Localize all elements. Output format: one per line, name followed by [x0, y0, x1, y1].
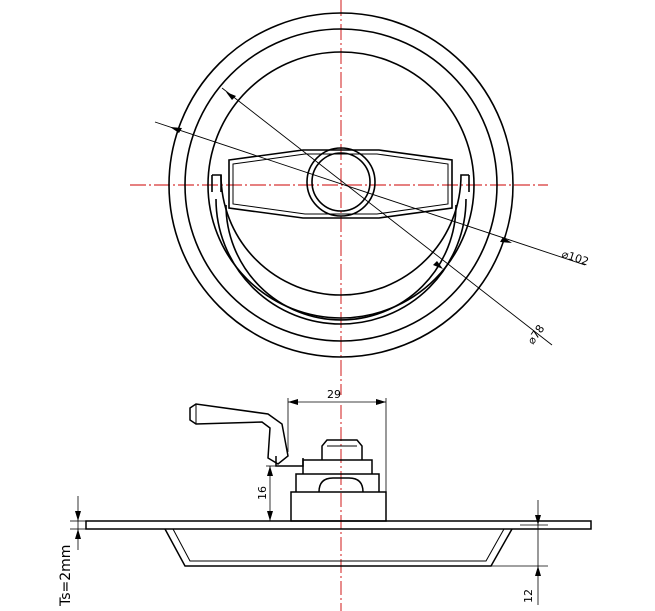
cup-arc-3 [225, 204, 457, 321]
depth-arrow-b [535, 566, 541, 576]
dimension-body-height: 16 [256, 486, 269, 500]
mounting-plate [85, 520, 592, 530]
depth-arrow-t [535, 515, 541, 525]
leader-dia78 [221, 87, 553, 346]
cam-ring [318, 477, 364, 493]
cup-profile [164, 528, 513, 567]
boss-outer [306, 147, 376, 217]
dim16-arrow-t [267, 466, 273, 476]
inner-ring [207, 51, 475, 319]
arrow-dia102-b [500, 237, 512, 243]
cup-arc-outer [212, 174, 469, 296]
ts-arrow-b [75, 529, 81, 539]
dimension-handle-width: 29 [327, 388, 341, 401]
dimension-plate-thickness: Ts=2mm [58, 545, 74, 607]
boss-inner [311, 152, 371, 212]
top-view [130, 0, 586, 395]
arrow-dia102-a [170, 127, 182, 133]
lever-base [275, 456, 304, 467]
leader-dia102 [154, 121, 586, 266]
dimension-outer-diameter: ⌀102 [560, 247, 590, 268]
dimension-cup-depth: 12 [522, 589, 535, 603]
housing-top-step [295, 473, 380, 492]
outer-ring-inner-edge [184, 28, 498, 342]
outer-ring [168, 12, 514, 358]
housing-body [290, 491, 387, 522]
lever-arm [189, 403, 289, 465]
dim29-arrow-l [288, 399, 298, 405]
cup-arc-2 [215, 198, 467, 325]
cup-profile-inner [172, 528, 505, 562]
dim29-arrow-r [376, 399, 386, 405]
t-handle-inner [232, 153, 449, 215]
nut [321, 439, 363, 460]
housing-shoulder [302, 459, 373, 474]
dim16-arrow-b [267, 511, 273, 521]
arrow-dia78-a [226, 92, 236, 100]
side-view [70, 398, 592, 611]
cup-arc-inner [211, 175, 470, 192]
ts-arrow-t [75, 511, 81, 521]
arrow-dia78-b [433, 261, 443, 269]
